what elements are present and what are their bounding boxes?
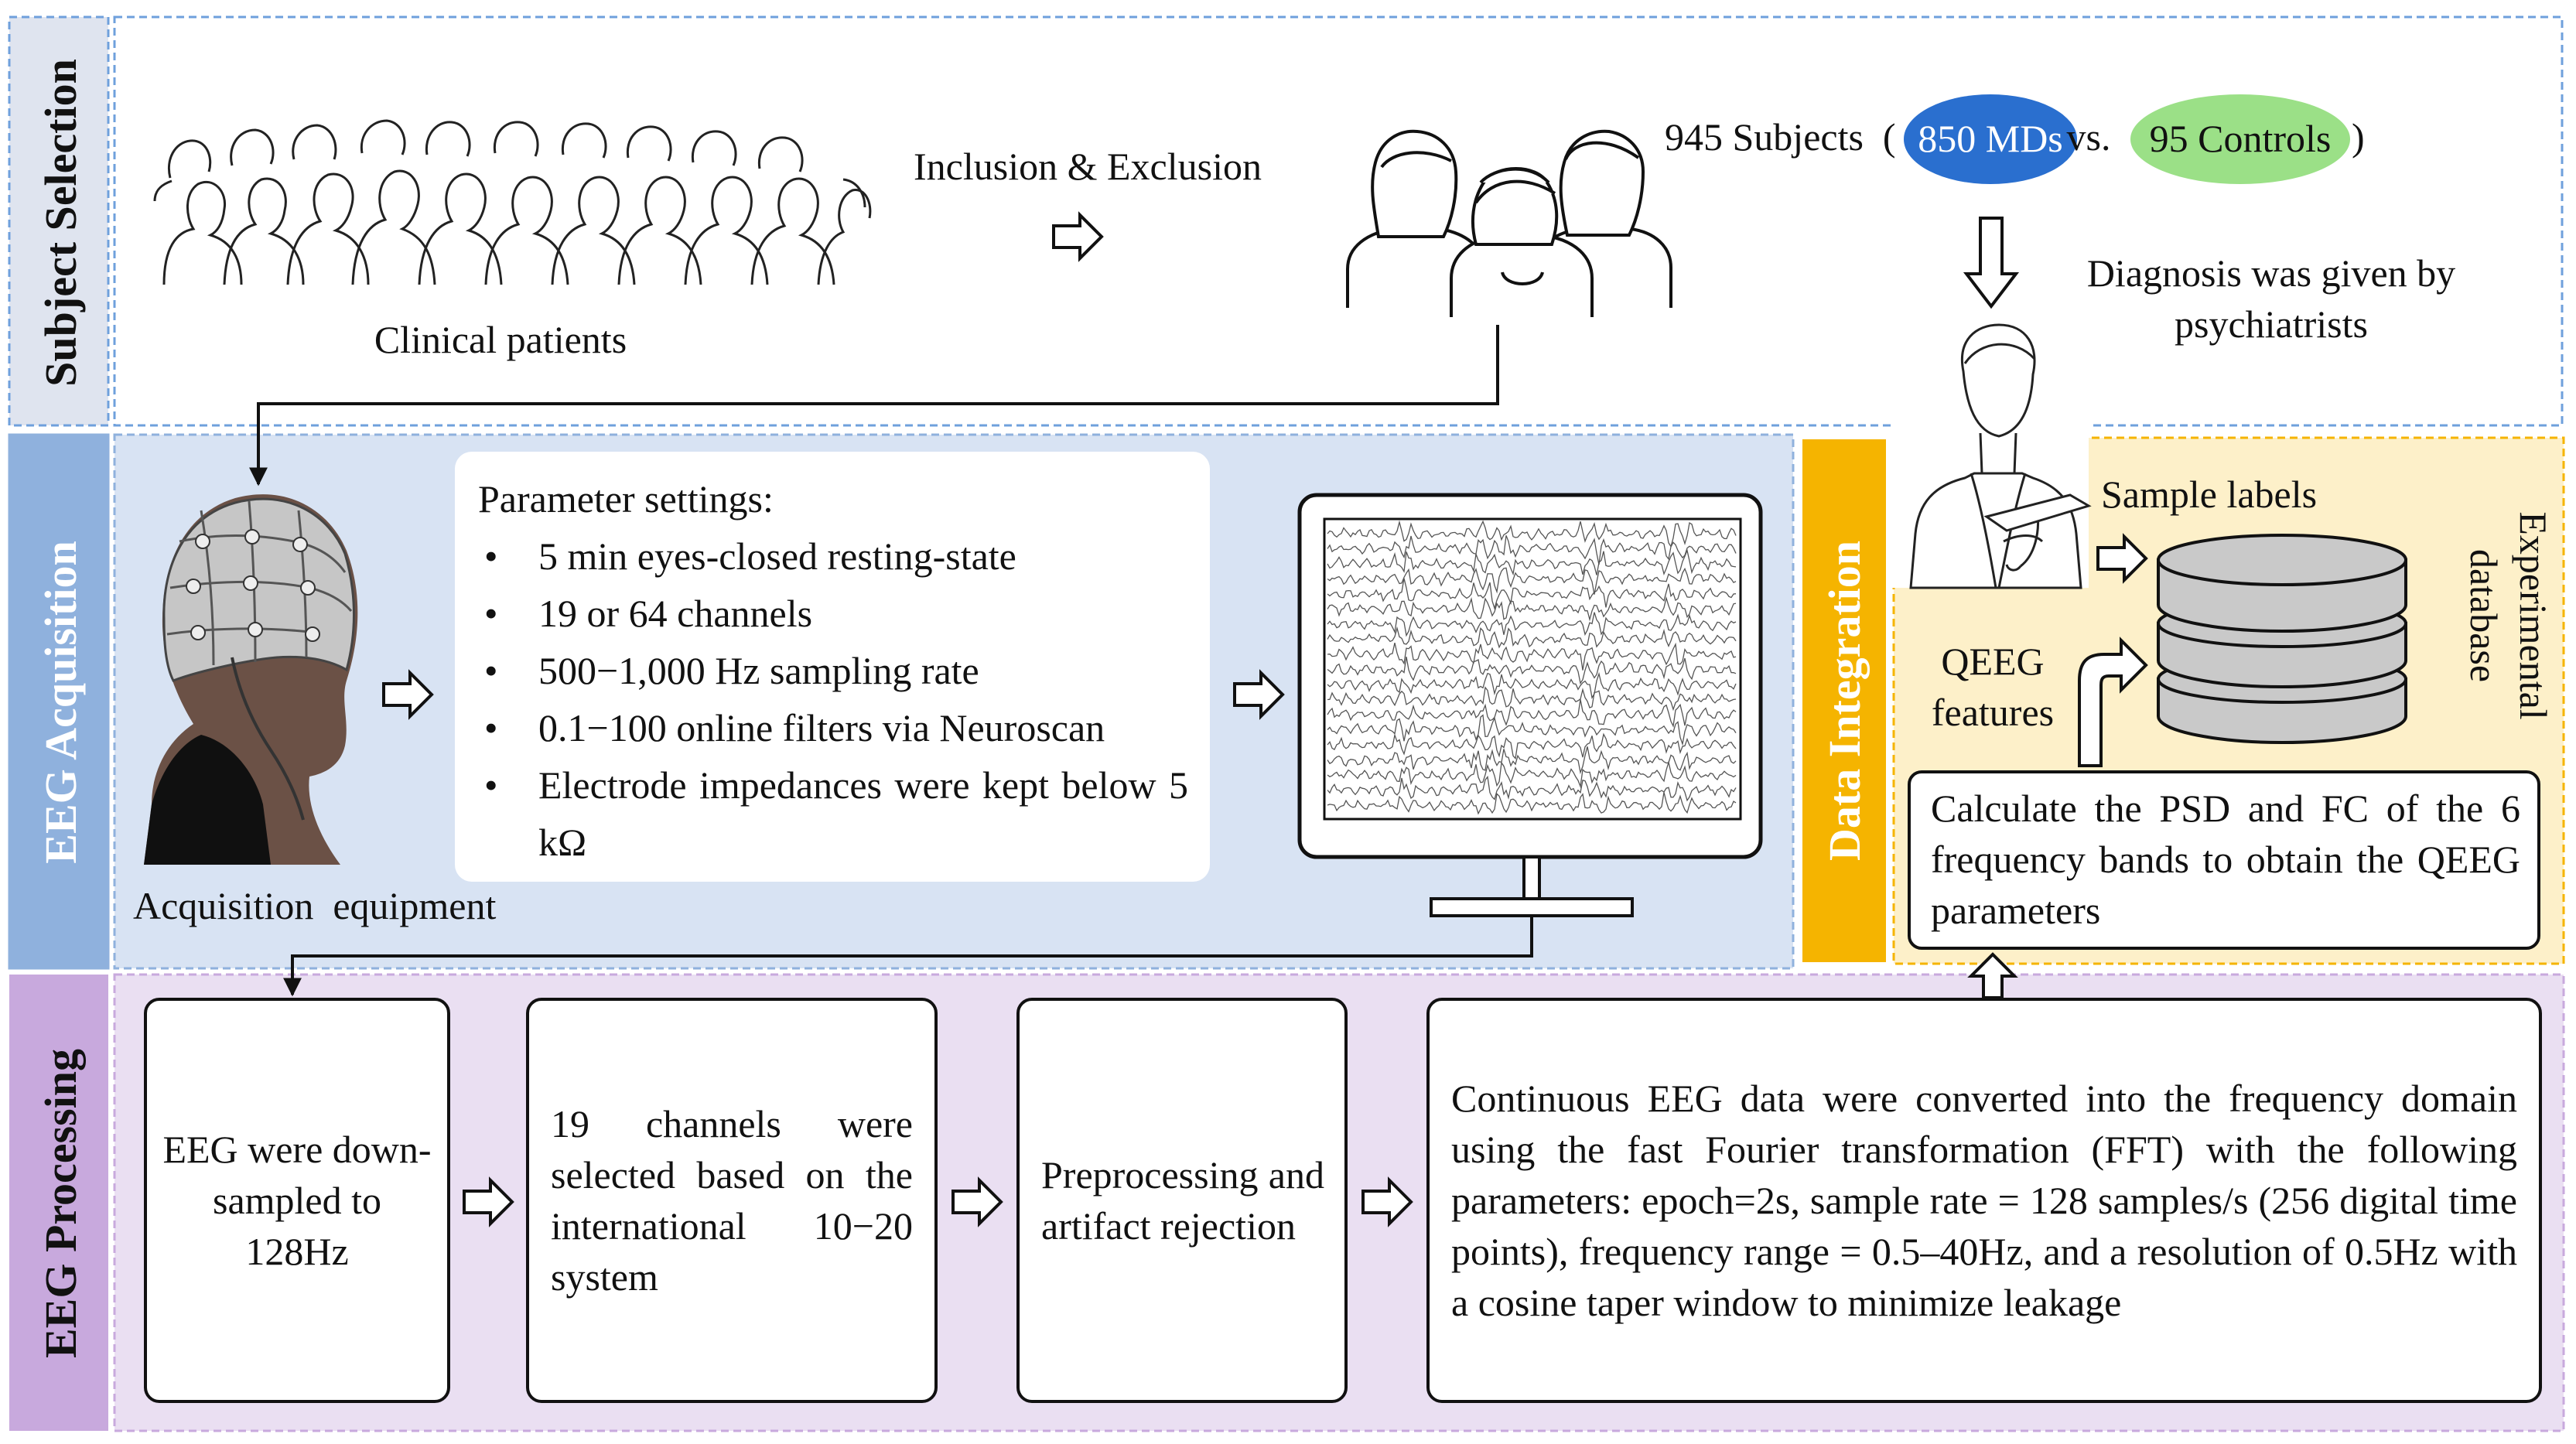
processing-step3-text: Preprocessing and artifact rejection — [1041, 999, 1324, 1401]
step1-label: EEG were down-sampled to 128Hz — [162, 1128, 432, 1273]
eeg-trace — [1327, 612, 1737, 637]
monitor-neck — [1522, 855, 1541, 900]
parameter-list: 5 min eyes-closed resting-state 19 or 64… — [478, 527, 1188, 871]
eeg-trace — [1327, 578, 1737, 610]
controls-ellipse — [2130, 94, 2350, 184]
eeg-trace — [1327, 699, 1737, 728]
processing-step1-text: EEG were down-sampled to 128Hz — [159, 999, 435, 1401]
processing-step2-text: 19 channels were selected based on the i… — [551, 999, 913, 1401]
parameter-settings-text: Parameter settings: 5 min eyes-closed re… — [478, 470, 1188, 871]
subjects-count-suffix: ) — [2352, 115, 2365, 159]
eeg-trace — [1327, 746, 1737, 775]
eeg-trace — [1327, 732, 1737, 760]
mds-ellipse — [1904, 94, 2077, 184]
eeg-trace — [1327, 548, 1737, 576]
parameter-item: 19 or 64 channels — [478, 585, 1188, 642]
arrow-right-icon — [951, 1176, 1003, 1227]
arrow-right-icon — [382, 669, 434, 720]
step4-label: Continuous EEG data were converted into … — [1451, 1077, 2517, 1324]
calculate-psd-fc-text: Calculate the PSD and FC of the 6 freque… — [1931, 787, 2520, 932]
subject-selection-title: Subject Selection — [36, 59, 86, 387]
qeeg-features-line1: QEEG — [1941, 640, 2044, 683]
step2-label: 19 channels were selected based on the i… — [551, 1102, 913, 1299]
connector-subjects-to-acquisition — [249, 325, 1499, 486]
parameter-item: Electrode impedances were kept below 5 k… — [478, 756, 1188, 871]
doctor-icon — [1892, 323, 2092, 589]
arrow-right-icon — [463, 1176, 514, 1227]
arrow-right-icon — [1052, 211, 1104, 262]
processing-step1-box — [144, 998, 450, 1403]
processing-step3-box — [1016, 998, 1348, 1403]
group-people-icon — [1346, 129, 1672, 317]
acquisition-equipment-caption: Acquisition equipment — [133, 884, 496, 927]
processing-step4-box — [1426, 998, 2542, 1403]
diagnosis-text-line1: Diagnosis was given by — [2087, 251, 2455, 295]
data-integration-title: Data Integration — [1819, 541, 1870, 861]
eeg-trace-lines — [1327, 520, 1737, 815]
diagnosis-text-line2: psychiatrists — [2175, 302, 2368, 346]
calculate-psd-fc-box — [1908, 770, 2540, 950]
inclusion-exclusion-label: Inclusion & Exclusion — [914, 145, 1262, 188]
monitor-screen — [1323, 517, 1742, 821]
eeg-trace — [1327, 760, 1737, 789]
eeg-trace — [1327, 567, 1737, 595]
subject-selection-tab — [8, 15, 110, 427]
eeg-trace — [1327, 642, 1737, 671]
subject-selection-section: Subject Selection — [8, 15, 2564, 427]
qeeg-features-line2: features — [1932, 691, 2054, 734]
crowd-caption: Clinical patients — [374, 318, 627, 361]
database-icon — [2157, 534, 2407, 745]
step3-label: Preprocessing and artifact rejection — [1041, 1153, 1324, 1248]
arrow-down-icon — [1963, 217, 2020, 309]
eeg-processing-title: EEG Processing — [36, 1049, 86, 1358]
connector-monitor-to-processing — [283, 916, 1533, 997]
eeg-acquisition-title: EEG Acquisition — [36, 541, 86, 863]
sample-labels-text: Sample labels — [2101, 473, 2317, 516]
eeg-trace — [1327, 656, 1737, 684]
processing-step4-text: Continuous EEG data were converted into … — [1451, 999, 2517, 1401]
eeg-cap-head-icon — [144, 494, 358, 865]
arrow-right-icon — [1233, 669, 1285, 720]
arrow-up-icon — [1967, 952, 2018, 999]
monitor-stand — [1430, 897, 1634, 917]
eeg-monitor-icon — [1297, 493, 1763, 917]
eeg-trace — [1327, 714, 1737, 746]
arrow-right-icon — [1361, 1176, 1413, 1227]
subject-selection-panel — [113, 15, 2564, 427]
processing-step2-box — [526, 998, 938, 1403]
eeg-trace — [1327, 671, 1737, 699]
eeg-trace — [1327, 520, 1737, 548]
parameter-item: 0.1−100 online filters via Neuroscan — [478, 699, 1188, 756]
eeg-trace — [1327, 792, 1737, 815]
experimental-database-line1: Experimental — [2512, 511, 2555, 719]
eeg-trace — [1327, 626, 1737, 649]
arrow-right-icon — [2096, 533, 2148, 584]
parameter-item: 5 min eyes-closed resting-state — [478, 527, 1188, 585]
arrow-up-right-icon — [2078, 637, 2148, 767]
vs-label: vs. — [2067, 115, 2111, 159]
experimental-database-line2: database — [2462, 549, 2506, 682]
data-integration-tab — [1802, 439, 1886, 962]
crowd-icon — [153, 119, 872, 285]
eeg-acquisition-tab — [8, 433, 110, 970]
parameter-item: 500−1,000 Hz sampling rate — [478, 642, 1188, 699]
parameter-settings-title: Parameter settings: — [478, 477, 774, 521]
mds-label: 850 MDs — [1918, 117, 2063, 160]
eeg-trace — [1327, 596, 1737, 622]
controls-label: 95 Controls — [2150, 117, 2332, 160]
subjects-count-prefix: 945 Subjects ( — [1665, 115, 1896, 159]
eeg-trace — [1327, 686, 1737, 712]
eeg-trace — [1327, 535, 1737, 565]
eeg-processing-tab — [9, 975, 108, 1431]
eeg-trace — [1327, 775, 1737, 802]
